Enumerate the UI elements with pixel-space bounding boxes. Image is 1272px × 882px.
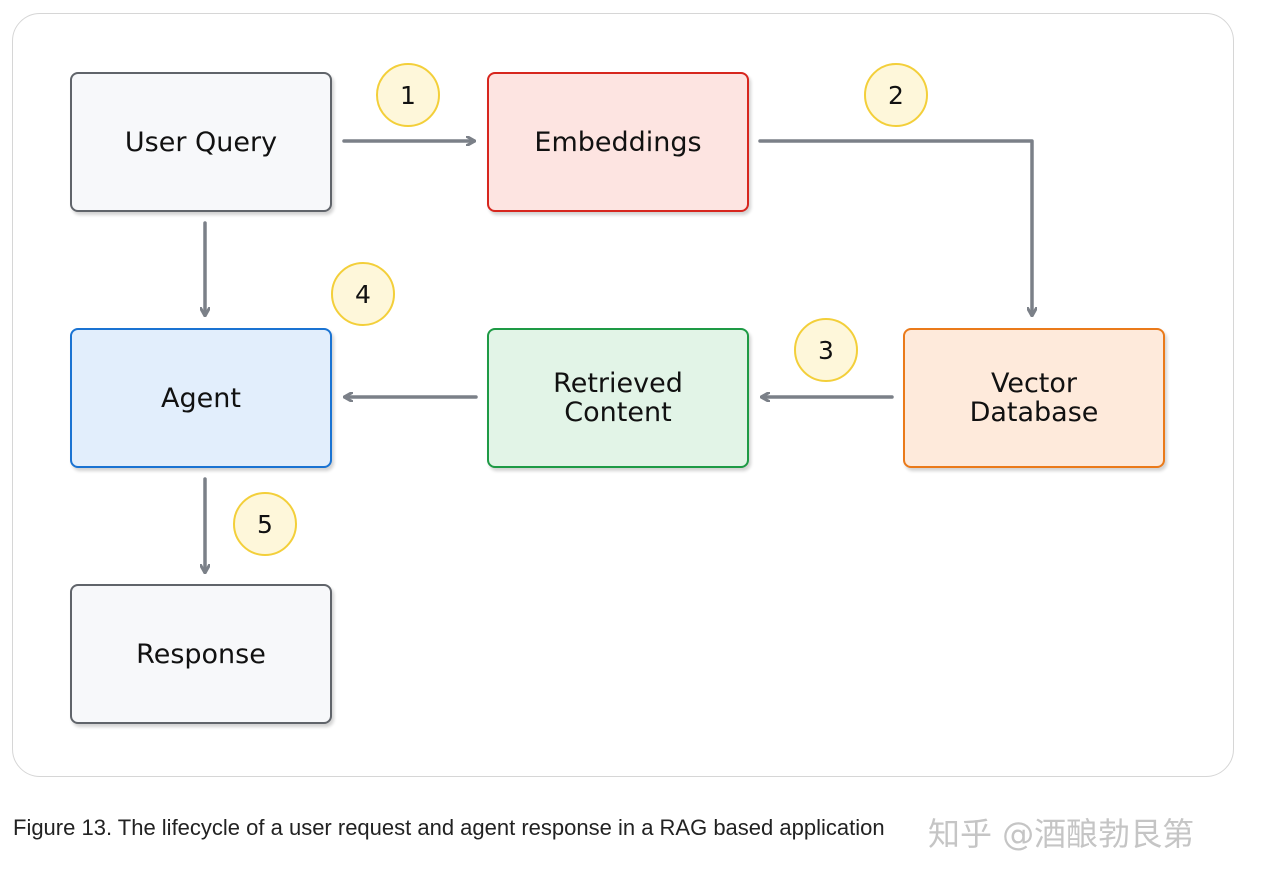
arrow-embeddings-to-vector-db	[758, 139, 1032, 315]
step-1-badge: 1	[376, 63, 440, 127]
figure-caption: Figure 13. The lifecycle of a user reque…	[13, 815, 885, 840]
response-node: Response	[70, 584, 332, 724]
step-3-badge: 3	[794, 318, 858, 382]
vector-database-node: Vector Database	[903, 328, 1165, 468]
step-4-badge: 4	[331, 262, 395, 326]
step-2-badge: 2	[864, 63, 928, 127]
watermark: 知乎 @酒酿勃艮第	[928, 815, 1195, 853]
embeddings-node: Embeddings	[487, 72, 749, 212]
retrieved-content-node: Retrieved Content	[487, 328, 749, 468]
step-5-badge: 5	[233, 492, 297, 556]
user-query-node: User Query	[70, 72, 332, 212]
agent-node: Agent	[70, 328, 332, 468]
